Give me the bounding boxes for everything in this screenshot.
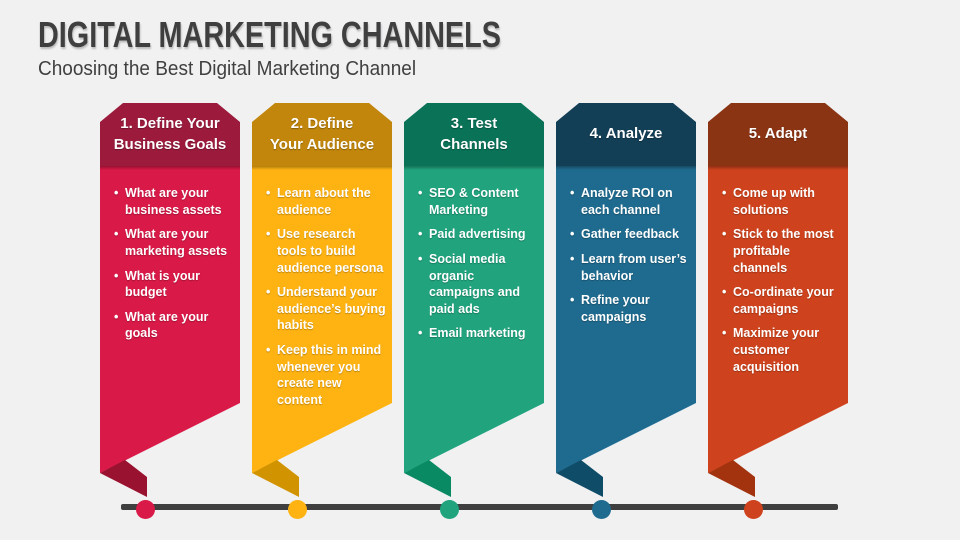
step-body: Come up with solutions Stick to the most… (708, 166, 848, 473)
bullet-list: Come up with solutions Stick to the most… (708, 166, 848, 375)
bullet-list: SEO & Content Marketing Paid advertising… (404, 166, 544, 342)
bullet-item: Maximize your customer acquisition (722, 325, 844, 375)
header-shadow (252, 166, 392, 170)
step-body: Learn about the audience Use research to… (252, 166, 392, 473)
bullet-item: What are your business assets (114, 185, 236, 218)
bullet-item: Learn about the audience (266, 185, 388, 218)
bullet-item: Learn from user’s behavior (570, 251, 692, 284)
bullet-list: What are your business assets What are y… (100, 166, 240, 342)
step-header: 4. Analyze (556, 103, 696, 172)
step-body: SEO & Content Marketing Paid advertising… (404, 166, 544, 473)
timeline-line (121, 504, 838, 510)
step-header: 3. Test Channels (404, 103, 544, 172)
bullet-item: What are your goals (114, 309, 236, 342)
bullet-item: What is your budget (114, 268, 236, 301)
bullet-item: Gather feedback (570, 226, 692, 243)
bullet-item: Use research tools to build audience per… (266, 226, 388, 276)
bullet-list: Learn about the audience Use research to… (252, 166, 392, 409)
step-header-label: 5. Adapt (748, 125, 808, 143)
bullet-item: Co-ordinate your campaigns (722, 284, 844, 317)
step-header-label: 4. Analyze (589, 125, 663, 143)
step-header-label: 3. Test Channels (440, 115, 508, 153)
bullet-item: What are your marketing assets (114, 226, 236, 259)
timeline-dot-5 (744, 500, 763, 519)
timeline-dot-2 (288, 500, 307, 519)
step-body: Analyze ROI on each channel Gather feedb… (556, 166, 696, 473)
bullet-item: Email marketing (418, 325, 540, 342)
timeline-dot-4 (592, 500, 611, 519)
step-header-label: 2. Define Your Audience (269, 115, 375, 153)
step-column-analyze: 4. Analyze Analyze ROI on each channel G… (556, 103, 696, 505)
step-column-test-channels: 3. Test Channels SEO & Content Marketing… (404, 103, 544, 505)
step-header: 2. Define Your Audience (252, 103, 392, 172)
bullet-item: SEO & Content Marketing (418, 185, 540, 218)
bullet-item: Come up with solutions (722, 185, 844, 218)
step-header-label: 1. Define Your Business Goals (113, 115, 227, 153)
bullet-item: Stick to the most profitable channels (722, 226, 844, 276)
bullet-item: Paid advertising (418, 226, 540, 243)
timeline-dot-3 (440, 500, 459, 519)
bullet-item: Keep this in mind whenever you create ne… (266, 342, 388, 409)
bullet-item: Refine your campaigns (570, 292, 692, 325)
step-column-adapt: 5. Adapt Come up with solutions Stick to… (708, 103, 848, 505)
header-shadow (556, 166, 696, 170)
slide-subtitle: Choosing the Best Digital Marketing Chan… (38, 58, 417, 80)
timeline-dot-1 (136, 500, 155, 519)
bullet-list: Analyze ROI on each channel Gather feedb… (556, 166, 696, 325)
header-shadow (404, 166, 544, 170)
step-header: 5. Adapt (708, 103, 848, 172)
step-column-define-business-goals: 1. Define Your Business Goals What are y… (100, 103, 240, 505)
bullet-item: Analyze ROI on each channel (570, 185, 692, 218)
step-body: What are your business assets What are y… (100, 166, 240, 473)
header-shadow (100, 166, 240, 170)
slide-title: DIGITAL MARKETING CHANNELS (38, 14, 501, 55)
bullet-item: Social media organic campaigns and paid … (418, 251, 540, 318)
bullet-item: Understand your audience’s buying habits (266, 284, 388, 334)
step-header: 1. Define Your Business Goals (100, 103, 240, 172)
header-shadow (708, 166, 848, 170)
step-column-define-audience: 2. Define Your Audience Learn about the … (252, 103, 392, 505)
